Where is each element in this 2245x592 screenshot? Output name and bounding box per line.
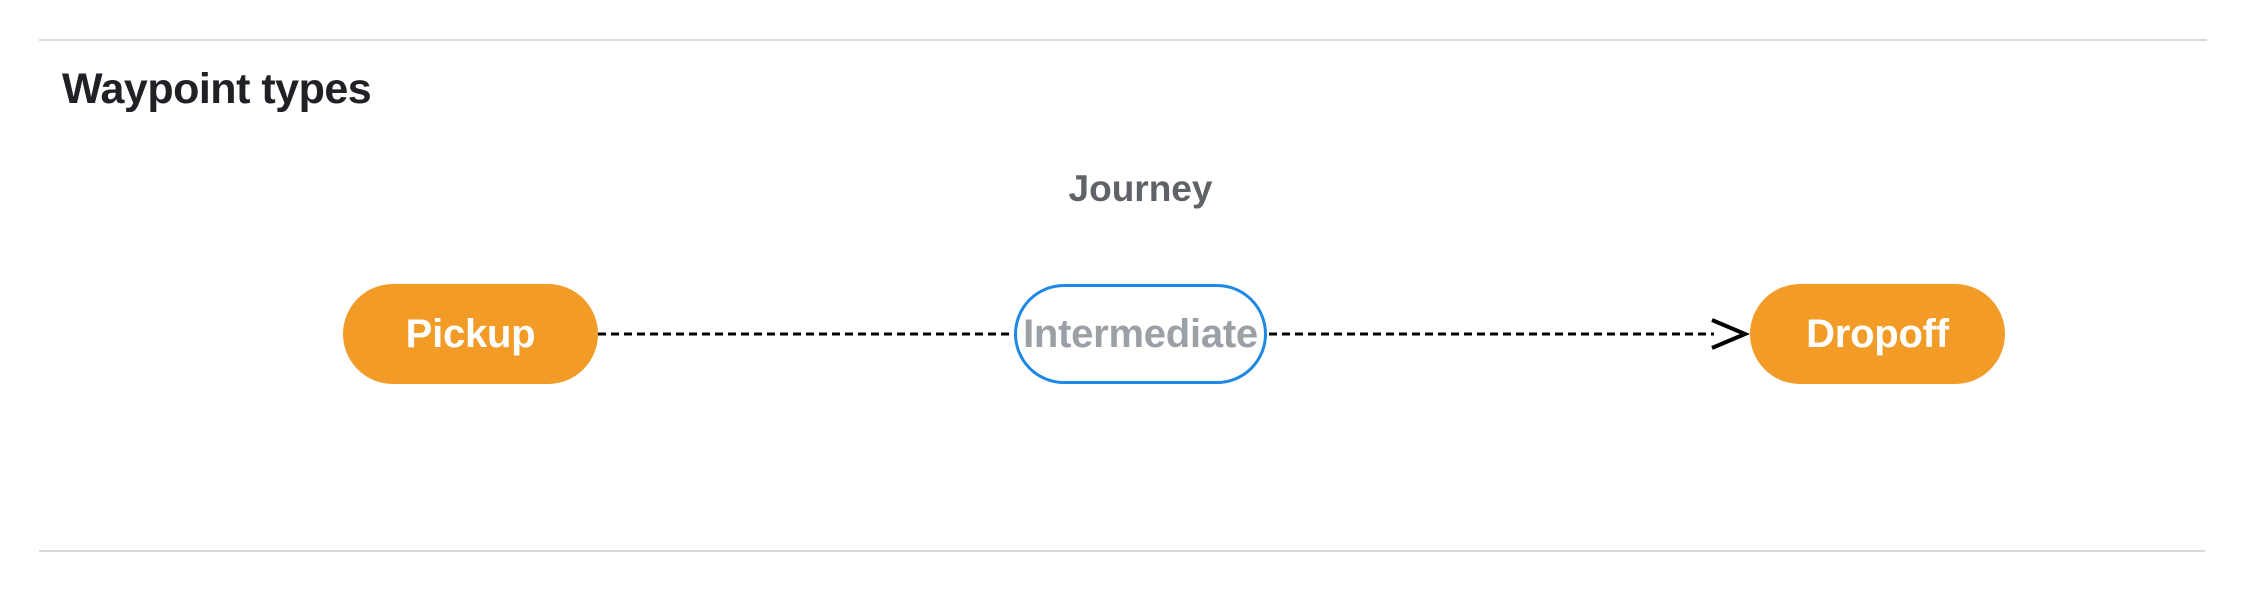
- journey-label: Journey: [1068, 168, 1213, 209]
- arrowhead-icon: [1711, 318, 1751, 350]
- node-intermediate-label: Intermediate: [1023, 311, 1258, 356]
- node-pickup-label: Pickup: [405, 311, 536, 356]
- top-divider: [39, 39, 2207, 41]
- node-dropoff: Dropoff: [1750, 284, 2005, 384]
- bottom-divider: [39, 550, 2205, 552]
- node-pickup: Pickup: [343, 284, 598, 384]
- node-dropoff-label: Dropoff: [1806, 311, 1949, 356]
- node-intermediate: Intermediate: [1014, 284, 1267, 384]
- page-title: Waypoint types: [62, 65, 372, 113]
